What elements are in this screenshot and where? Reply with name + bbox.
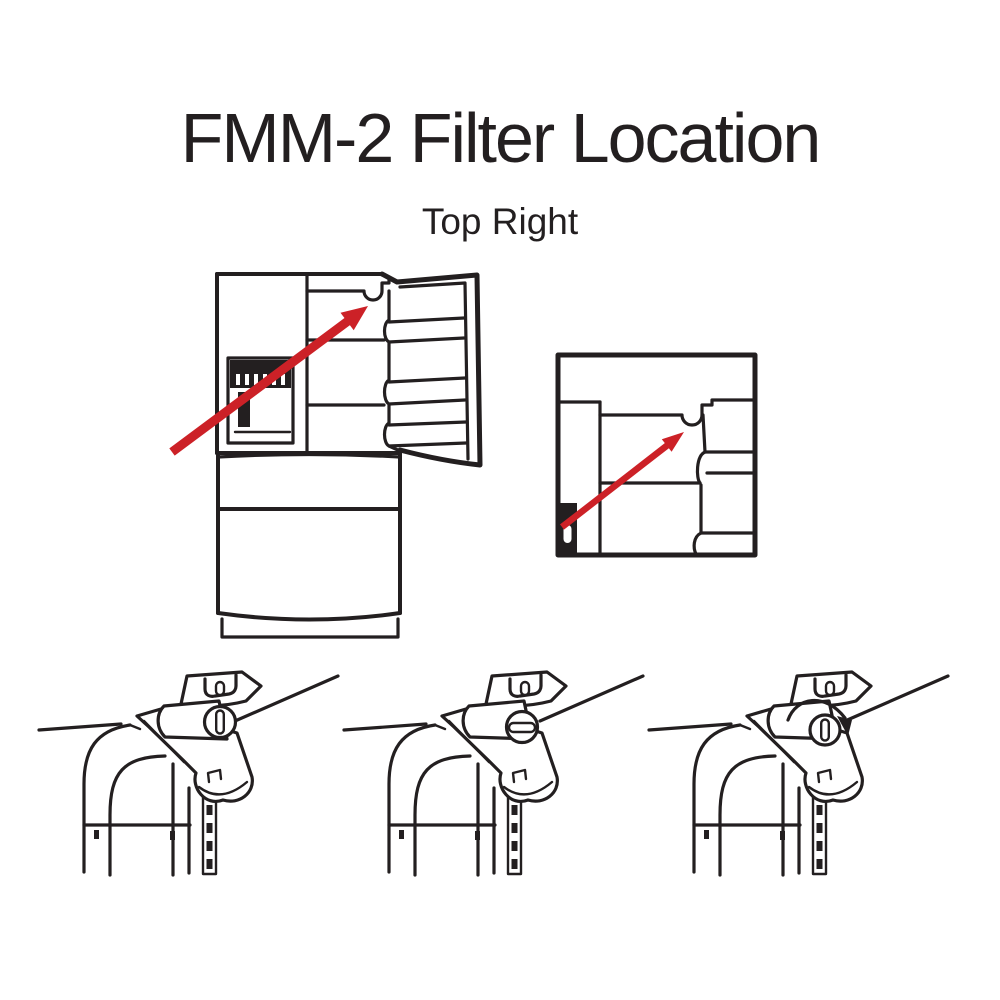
door-outer-frame	[379, 271, 483, 468]
door-bin-3-bottom	[387, 441, 468, 448]
door-bin-2-top	[387, 376, 467, 384]
base-kick-plate	[220, 617, 400, 639]
door-bin-column	[382, 289, 402, 453]
inset-dispenser-slot	[563, 525, 572, 543]
inset-interior	[556, 398, 757, 557]
inset-bin-2-bracket	[692, 531, 703, 556]
filter-key-slot-vertical	[214, 709, 225, 735]
rotate-arrow-head	[837, 716, 852, 736]
inset-arrow-shaft	[560, 441, 671, 530]
page-title: FMM-2 Filter Location	[180, 99, 822, 177]
inset-bin-1-bracket	[695, 450, 707, 485]
open-door	[379, 271, 483, 468]
middle-drawer-top	[216, 452, 402, 459]
arrow-head	[340, 306, 368, 331]
rotate-arrow	[786, 699, 852, 736]
filter-install-step-1	[37, 670, 340, 877]
filter-key-slot-vertical	[819, 718, 830, 742]
inset-arrow	[560, 432, 684, 530]
refrigerator-figure	[169, 271, 483, 639]
inset-hinge-steps	[700, 398, 757, 417]
inset-door-edge-upper	[701, 413, 707, 454]
rotate-arrow-arc	[786, 699, 847, 722]
inset-border	[555, 352, 758, 558]
door-bin-1-top	[387, 316, 466, 324]
dispenser-housing	[226, 356, 295, 445]
interior-ceiling-and-filter-bump	[305, 275, 391, 302]
filter-install-step-2	[342, 670, 645, 877]
filter-location-arrow	[169, 306, 368, 456]
filter-key-slot-horizontal	[507, 721, 537, 734]
page-subtitle: Top Right	[421, 201, 579, 242]
door-bin-1-bottom	[387, 336, 466, 344]
inset-ceiling-and-filter-bump	[598, 413, 704, 427]
arrow-shaft	[169, 317, 351, 456]
filter-location-inset	[555, 352, 758, 558]
door-bin-3-top	[387, 420, 468, 427]
inset-dispenser-partial	[560, 503, 577, 553]
door-bin-2-bottom	[387, 398, 467, 406]
lower-drawers	[216, 451, 402, 639]
filter-install-step-3	[647, 670, 950, 877]
inset-arrow-head	[661, 432, 684, 452]
bottom-drawer-curve	[216, 611, 402, 622]
door-inner-panel	[398, 281, 470, 461]
